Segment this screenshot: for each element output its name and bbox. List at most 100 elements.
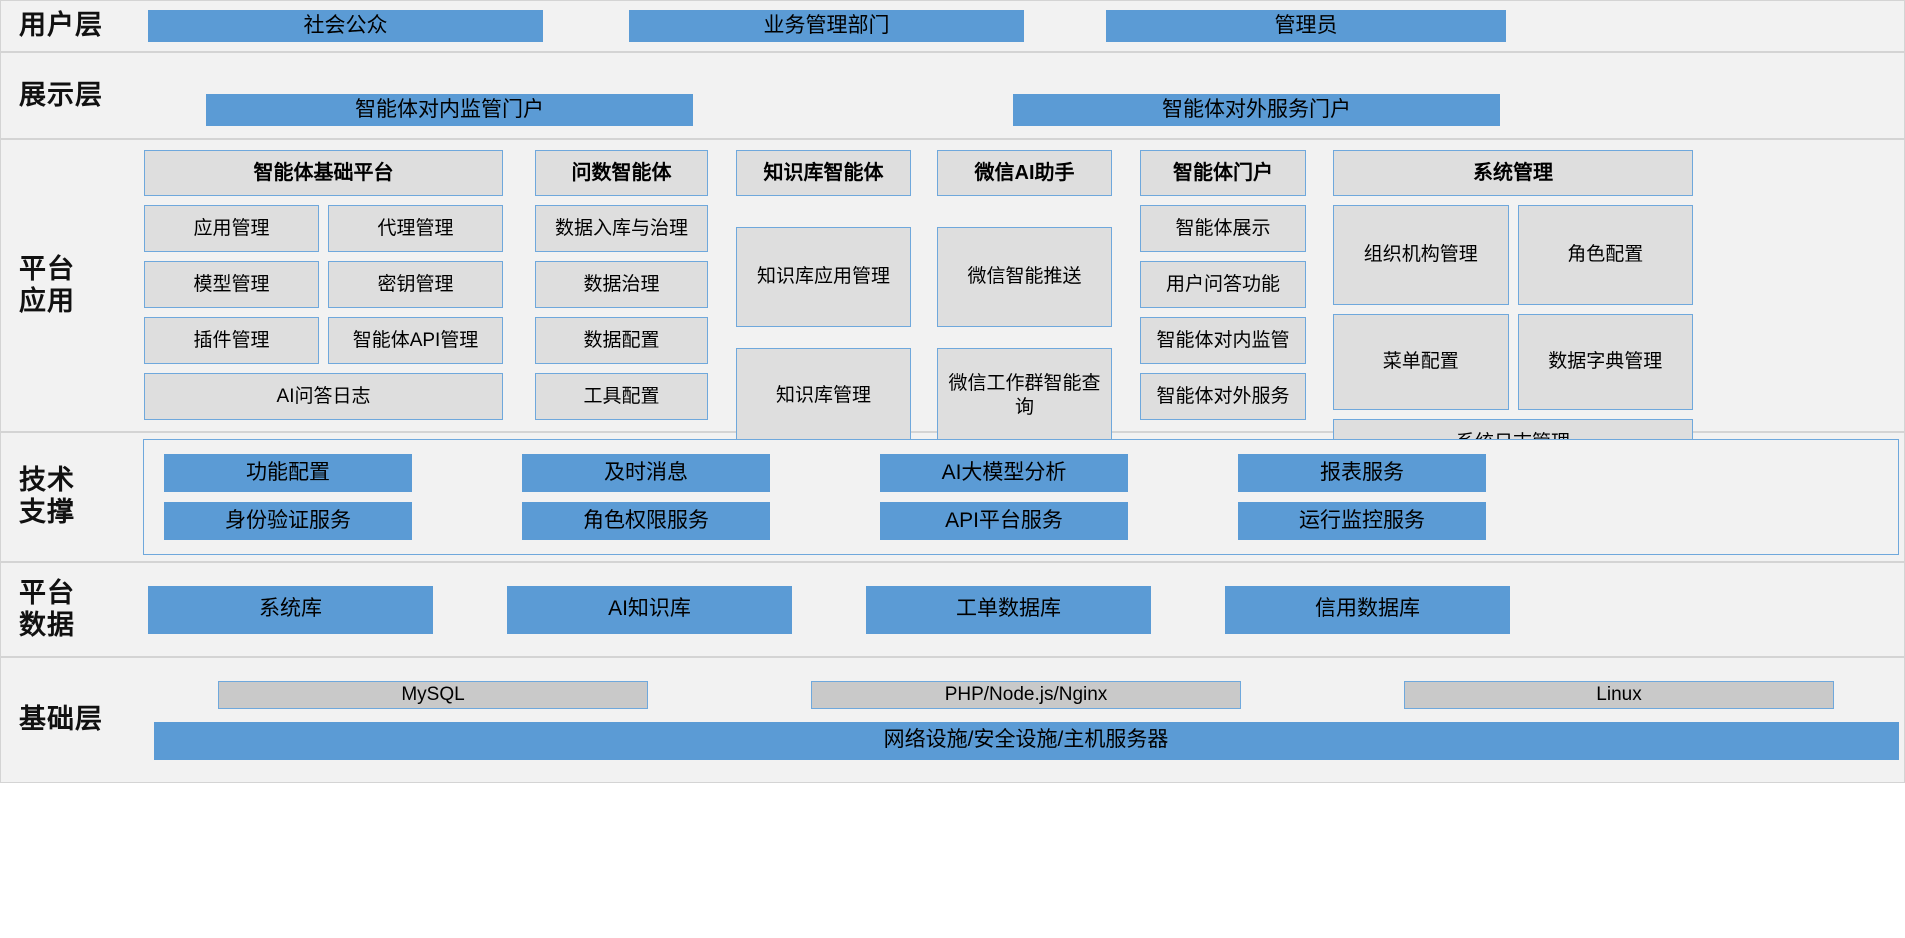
app-column-head-agent-base-platform[interactable]: 智能体基础平台	[144, 150, 503, 196]
infra-item-mysql[interactable]: MySQL	[218, 680, 648, 709]
app-item-kb-management[interactable]: 知识库管理	[736, 348, 911, 444]
app-subrow: 菜单配置 数据字典管理	[1333, 314, 1693, 410]
tech-item-instant-message[interactable]: 及时消息	[522, 454, 770, 492]
layer-presentation-body: 智能体对内监管门户 智能体对外服务门户	[139, 53, 1904, 138]
tech-row-2: 身份验证服务 角色权限服务 API平台服务 运行监控服务	[164, 502, 1878, 540]
presentation-item-internal-portal[interactable]: 智能体对内监管门户	[206, 94, 693, 126]
app-item-tool-configuration[interactable]: 工具配置	[535, 373, 708, 420]
app-item-agent-showcase[interactable]: 智能体展示	[1140, 205, 1306, 252]
app-item-wechat-group-smart-query[interactable]: 微信工作群智能查询	[937, 348, 1112, 444]
spacer	[937, 205, 1112, 227]
app-subrow: 智能体展示	[1140, 205, 1306, 252]
app-column-head-system-management[interactable]: 系统管理	[1333, 150, 1693, 196]
app-item-model-management[interactable]: 模型管理	[144, 261, 319, 308]
tech-item-report-service[interactable]: 报表服务	[1238, 454, 1486, 492]
app-column-system-management: 系统管理 组织机构管理 角色配置 菜单配置 数据字典管理 系统日志管理	[1333, 150, 1693, 475]
app-column-knowledge-base-agent: 知识库智能体 知识库应用管理 知识库管理	[736, 150, 911, 453]
app-item-data-dictionary-management[interactable]: 数据字典管理	[1517, 314, 1693, 410]
tech-item-runtime-monitoring-service[interactable]: 运行监控服务	[1238, 502, 1486, 540]
app-column-data-query-agent: 问数智能体 数据入库与治理 数据治理 数据配置 工具配置	[535, 150, 708, 429]
spacer	[937, 336, 1112, 348]
infrastructure-bottom-row: 网络设施/安全设施/主机服务器	[153, 721, 1899, 760]
app-column-head-wechat-ai-assistant[interactable]: 微信AI助手	[937, 150, 1112, 196]
app-item-agent-api-management[interactable]: 智能体API管理	[328, 317, 503, 364]
app-subrow: 应用管理 代理管理	[144, 205, 503, 252]
presentation-item-external-portal[interactable]: 智能体对外服务门户	[1013, 94, 1500, 126]
infrastructure-top-row: MySQL PHP/Node.js/Nginx Linux	[218, 680, 1834, 709]
app-subrow: 模型管理 密钥管理	[144, 261, 503, 308]
app-column-agent-base-platform: 智能体基础平台 应用管理 代理管理 模型管理 密钥管理 插件管理 智能体API管…	[144, 150, 503, 429]
tech-item-role-permission-service[interactable]: 角色权限服务	[522, 502, 770, 540]
layer-platform-data: 平台 数据 系统库 AI知识库 工单数据库 信用数据库	[0, 562, 1905, 657]
layer-presentation-label: 展示层	[19, 79, 103, 110]
application-column-group: 智能体基础平台 应用管理 代理管理 模型管理 密钥管理 插件管理 智能体API管…	[139, 150, 1904, 475]
technical-support-frame: 功能配置 及时消息 AI大模型分析 报表服务 身份验证服务 角色权限服务 API…	[143, 439, 1899, 555]
layer-infrastructure-body: MySQL PHP/Node.js/Nginx Linux 网络设施/安全设施/…	[139, 658, 1904, 782]
app-item-org-structure-management[interactable]: 组织机构管理	[1333, 205, 1509, 305]
layer-technical-support-body: 功能配置 及时消息 AI大模型分析 报表服务 身份验证服务 角色权限服务 API…	[139, 433, 1905, 561]
data-item-ai-knowledge-db[interactable]: AI知识库	[507, 585, 792, 634]
app-item-agent-internal-supervision[interactable]: 智能体对内监管	[1140, 317, 1306, 364]
layer-technical-support: 技术 支撑 功能配置 及时消息 AI大模型分析 报表服务 身份验证服务 角色权限…	[0, 432, 1905, 562]
app-item-data-ingest-governance[interactable]: 数据入库与治理	[535, 205, 708, 252]
data-item-credit-db[interactable]: 信用数据库	[1225, 585, 1510, 634]
app-subrow: 组织机构管理 角色配置	[1333, 205, 1693, 305]
tech-item-ai-large-model-analysis[interactable]: AI大模型分析	[880, 454, 1128, 492]
app-subrow: 数据入库与治理	[535, 205, 708, 252]
user-item-social-public[interactable]: 社会公众	[148, 10, 543, 42]
app-column-head-agent-portal[interactable]: 智能体门户	[1140, 150, 1306, 196]
infra-item-php-node-nginx[interactable]: PHP/Node.js/Nginx	[811, 680, 1241, 709]
tech-item-identity-verification-service[interactable]: 身份验证服务	[164, 502, 412, 540]
app-item-role-configuration[interactable]: 角色配置	[1517, 205, 1693, 305]
spacer	[736, 336, 911, 348]
layer-presentation: 展示层 智能体对内监管门户 智能体对外服务门户	[0, 52, 1905, 139]
app-item-wechat-smart-push[interactable]: 微信智能推送	[937, 227, 1112, 327]
layer-platform-data-body: 系统库 AI知识库 工单数据库 信用数据库	[139, 563, 1904, 656]
app-subrow: 工具配置	[535, 373, 708, 420]
app-item-user-qa-function[interactable]: 用户问答功能	[1140, 261, 1306, 308]
app-item-key-management[interactable]: 密钥管理	[328, 261, 503, 308]
app-subrow: 插件管理 智能体API管理	[144, 317, 503, 364]
app-item-menu-configuration[interactable]: 菜单配置	[1333, 314, 1509, 410]
tech-item-api-platform-service[interactable]: API平台服务	[880, 502, 1128, 540]
app-item-data-configuration[interactable]: 数据配置	[535, 317, 708, 364]
app-item-kb-application-management[interactable]: 知识库应用管理	[736, 227, 911, 327]
app-column-agent-portal: 智能体门户 智能体展示 用户问答功能 智能体对内监管 智能体对外服务	[1140, 150, 1306, 429]
app-subrow: 知识库管理	[736, 348, 911, 444]
spacer	[736, 205, 911, 227]
user-item-business-dept[interactable]: 业务管理部门	[629, 10, 1024, 42]
app-item-agent-management[interactable]: 代理管理	[328, 205, 503, 252]
tech-row-1: 功能配置 及时消息 AI大模型分析 报表服务	[164, 454, 1878, 492]
app-subrow: 知识库应用管理	[736, 227, 911, 327]
data-item-work-order-db[interactable]: 工单数据库	[866, 585, 1151, 634]
app-subrow: 智能体对外服务	[1140, 373, 1306, 420]
layer-user-body: 社会公众 业务管理部门 管理员	[139, 1, 1904, 51]
app-column-head-data-query-agent[interactable]: 问数智能体	[535, 150, 708, 196]
layer-platform-data-label: 平台 数据	[19, 577, 75, 640]
layer-user: 用户层 社会公众 业务管理部门 管理员	[0, 0, 1905, 52]
app-item-application-management[interactable]: 应用管理	[144, 205, 319, 252]
infra-item-network-security-host-server[interactable]: 网络设施/安全设施/主机服务器	[153, 721, 1899, 760]
app-item-ai-qa-log[interactable]: AI问答日志	[144, 373, 503, 420]
layer-infrastructure: 基础层 MySQL PHP/Node.js/Nginx Linux 网络设施/安…	[0, 657, 1905, 783]
app-item-agent-external-service[interactable]: 智能体对外服务	[1140, 373, 1306, 420]
app-column-wechat-ai-assistant: 微信AI助手 微信智能推送 微信工作群智能查询	[937, 150, 1112, 453]
app-column-head-knowledge-base-agent[interactable]: 知识库智能体	[736, 150, 911, 196]
layer-infrastructure-label: 基础层	[19, 704, 103, 735]
app-subrow: 数据治理	[535, 261, 708, 308]
app-subrow: 用户问答功能	[1140, 261, 1306, 308]
app-subrow: 微信智能推送	[937, 227, 1112, 327]
tech-item-function-configuration[interactable]: 功能配置	[164, 454, 412, 492]
user-item-administrator[interactable]: 管理员	[1106, 10, 1506, 42]
infra-item-linux[interactable]: Linux	[1404, 680, 1834, 709]
app-subrow: 微信工作群智能查询	[937, 348, 1112, 444]
data-item-system-db[interactable]: 系统库	[148, 585, 433, 634]
layer-platform-application-label: 平台 应用	[19, 253, 75, 316]
layer-platform-application-body: 智能体基础平台 应用管理 代理管理 模型管理 密钥管理 插件管理 智能体API管…	[139, 140, 1904, 466]
app-item-plugin-management[interactable]: 插件管理	[144, 317, 319, 364]
app-item-data-governance[interactable]: 数据治理	[535, 261, 708, 308]
app-subrow: AI问答日志	[144, 373, 503, 420]
app-subrow: 数据配置	[535, 317, 708, 364]
layer-platform-application: 平台 应用 智能体基础平台 应用管理 代理管理 模型管理 密钥管理 插件管理	[0, 139, 1905, 466]
